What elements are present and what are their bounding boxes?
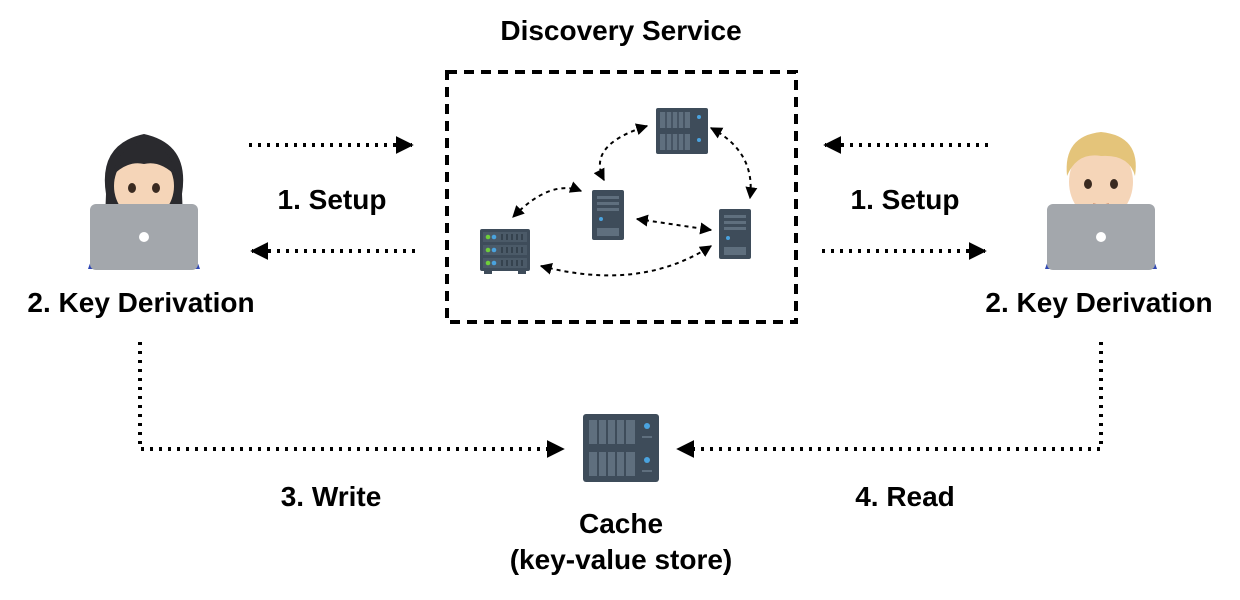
left-setup-label: 1. Setup [277,184,387,215]
cache-server-icon [583,414,659,482]
write-label: 3. Write [280,481,382,512]
left-key-derivation-label: 2. Key Derivation [27,287,255,318]
arrow-read [676,342,1103,458]
right-key-derivation-label: 2. Key Derivation [985,287,1213,318]
discovery-service-box [445,70,798,324]
cache-subtitle-label: (key-value store) [509,544,733,575]
person-man-laptop-icon [1045,132,1157,270]
discovery-service-title: Discovery Service [500,15,742,46]
person-woman-laptop-icon [88,134,200,270]
read-label: 4. Read [855,481,955,512]
arrow-write [138,342,565,458]
cache-label: Cache [578,508,664,539]
server-icon [719,209,751,259]
cache-arrows [138,342,1103,458]
server-rack-icon [480,229,530,274]
right-setup-label: 1. Setup [850,184,960,215]
setup-arrows [249,136,988,260]
server-rack-icon [656,108,708,154]
server-icon [592,190,624,240]
cluster-links [512,123,758,277]
